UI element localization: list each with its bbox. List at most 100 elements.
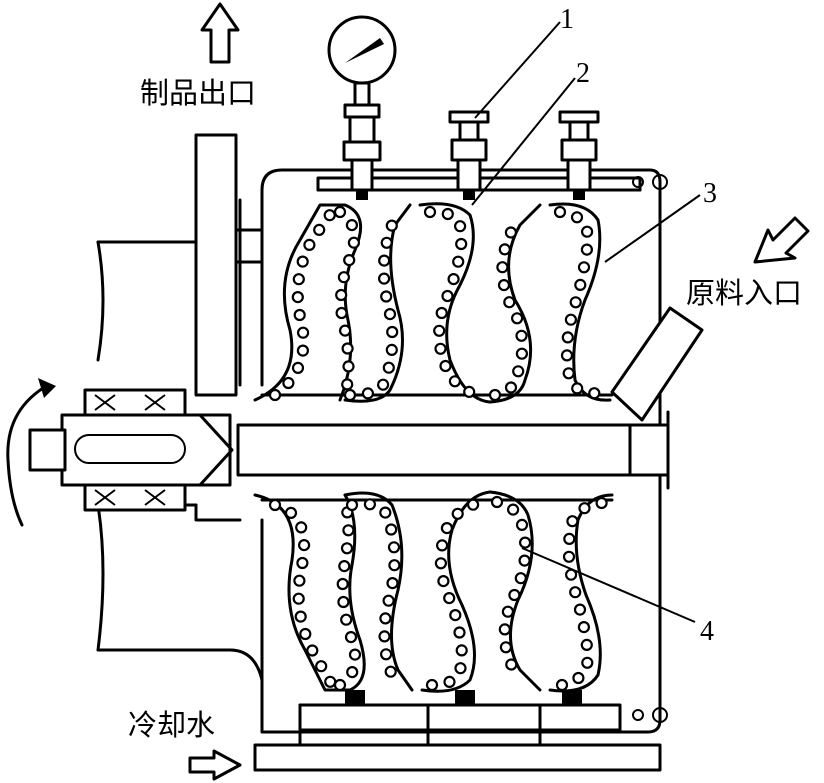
grinding-bead: [454, 220, 467, 233]
grinding-bead: [282, 376, 295, 390]
grinding-bead: [498, 243, 511, 256]
grinding-bead: [588, 387, 601, 400]
grinding-bead: [436, 539, 449, 552]
grinding-bead: [447, 273, 460, 286]
grinding-bead: [433, 324, 446, 337]
grinding-bead: [296, 556, 309, 570]
grinding-bead: [315, 660, 328, 673]
grinding-bead: [292, 592, 305, 605]
grinding-bead: [504, 381, 518, 394]
grinding-bead: [341, 378, 354, 391]
grinding-bead: [385, 219, 398, 232]
grinding-bead: [386, 576, 399, 590]
grinding-bead: [564, 313, 578, 326]
grinding-bead: [337, 595, 350, 609]
grinding-bead: [324, 675, 337, 688]
grinding-bead: [425, 678, 439, 692]
shaft-assembly: [28, 388, 670, 512]
grinding-bead: [385, 343, 398, 356]
grinding-bead: [345, 219, 358, 232]
grinding-bead: [379, 506, 392, 519]
grinding-bead: [306, 644, 319, 657]
grinding-bead: [435, 306, 448, 320]
grinding-bead: [378, 272, 391, 285]
grinding-bead: [345, 498, 359, 512]
grinding-bead: [340, 613, 353, 626]
grinding-bead: [508, 588, 521, 602]
grinding-bead: [580, 225, 594, 238]
grinding-bead: [455, 644, 468, 657]
grinding-bead: [566, 515, 579, 528]
grinding-bead: [463, 385, 476, 398]
grinding-bead: [504, 226, 517, 239]
grinding-bead: [299, 627, 312, 641]
adjusting-valve-icon: [448, 110, 490, 200]
grinding-bead: [441, 207, 454, 221]
grinding-bead: [423, 205, 437, 219]
grinding-bead: [377, 378, 390, 391]
grinding-bead: [443, 591, 456, 605]
grinding-bead: [572, 671, 585, 685]
grinding-bead: [382, 594, 395, 607]
grinding-bead: [342, 524, 355, 537]
grinding-bead: [268, 498, 282, 512]
grinding-bead: [335, 306, 348, 320]
grinding-bead: [380, 290, 393, 303]
curved-rotation-arrow-icon: [6, 378, 56, 527]
grinding-bead: [383, 308, 397, 321]
grinding-bead: [434, 557, 447, 570]
grinding-bead: [454, 662, 467, 675]
callout-3: 3: [703, 178, 717, 209]
grinding-bead: [380, 236, 393, 249]
grinding-bead: [385, 523, 398, 536]
grinding-bead: [437, 574, 450, 588]
hollow-arrow-up-icon: [200, 2, 240, 64]
grinding-bead: [296, 255, 309, 268]
grinding-bead: [501, 605, 514, 618]
hollow-arrow-diagonal-down-left-icon: [753, 216, 810, 264]
grinding-bead: [363, 498, 376, 511]
callout-4: 4: [700, 616, 714, 647]
hollow-arrow-right-icon: [188, 749, 242, 781]
grinding-bead: [284, 506, 298, 520]
callout-2: 2: [576, 58, 590, 89]
grinding-bead: [303, 238, 316, 251]
grinding-bead: [361, 387, 374, 400]
grinding-bead: [514, 572, 527, 585]
grinding-bead: [339, 324, 352, 337]
product-outlet-label: 制品出口: [140, 76, 256, 110]
grinding-beads: [268, 205, 608, 692]
grinding-bead: [378, 254, 391, 267]
grinding-bead: [571, 382, 584, 395]
grinding-bead: [344, 630, 358, 644]
grinding-bead: [515, 329, 528, 342]
grinding-bead: [380, 648, 393, 661]
grinding-bead: [434, 342, 447, 355]
grinding-bead: [348, 648, 362, 661]
grinding-bead: [441, 289, 454, 303]
grinding-bead: [294, 610, 307, 623]
lower-grinding-chambers: [253, 490, 614, 693]
grinding-bead: [298, 538, 311, 552]
grinding-bead: [379, 612, 392, 625]
grinding-bead: [292, 273, 305, 286]
grinding-bead: [293, 574, 306, 587]
grinding-bead: [453, 626, 466, 639]
raw-material-inlet-label: 原料入口: [686, 276, 802, 310]
pressure-gauge-icon: [327, 15, 397, 200]
grinding-bead: [451, 507, 464, 520]
grinding-bead: [580, 638, 593, 652]
grinding-bead: [577, 261, 591, 274]
grinding-bead: [496, 261, 509, 274]
grinding-bead: [515, 518, 529, 532]
grinding-bead: [488, 388, 502, 402]
grinding-bead: [333, 205, 347, 219]
grinding-bead: [560, 349, 574, 362]
bottom-valve-stubs: [345, 690, 582, 704]
grinding-bead: [342, 360, 355, 373]
grinding-bead: [333, 678, 347, 692]
grinding-bead: [573, 603, 587, 616]
grinding-bead: [382, 361, 395, 374]
grinding-bead: [574, 278, 587, 291]
